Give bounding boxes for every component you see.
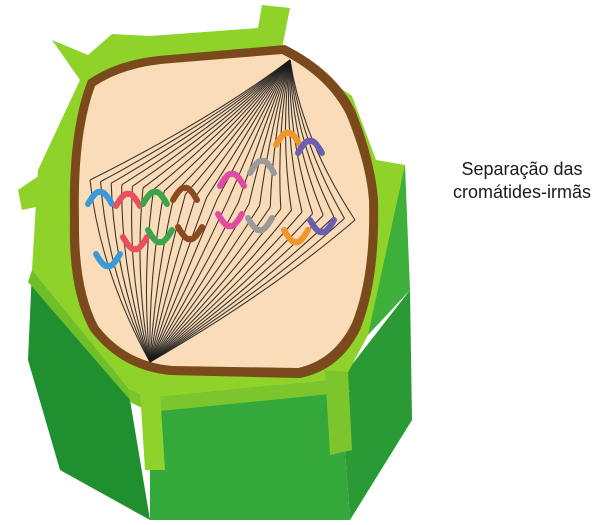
spindle-fiber [132, 59, 291, 187]
spindle-fiber [149, 195, 197, 363]
caption-line-2: cromátides-irmãs [452, 182, 592, 202]
spindle-fiber [289, 59, 324, 216]
spindle-fiber [89, 59, 291, 181]
spindle-fiber [248, 59, 291, 205]
caption-line-1: Separação das [461, 159, 583, 179]
spindle-fiber [149, 192, 176, 363]
spindle-fiber [153, 59, 291, 191]
spindle-fiber [149, 197, 208, 363]
spindle-fiber [149, 202, 239, 363]
spindle-fibers [89, 59, 356, 363]
spindle-fiber [121, 59, 291, 186]
chromatid [307, 217, 337, 236]
spindle-fiber [149, 216, 335, 363]
chromatid [295, 137, 325, 156]
spindle-fiber [206, 59, 291, 198]
chromatid [145, 227, 175, 246]
spindle-fiber [100, 181, 151, 363]
spindle-fiber [110, 59, 291, 184]
wall-spike-left [18, 175, 45, 210]
wall-bottom-face [150, 380, 350, 520]
chromatid [113, 190, 143, 209]
spindle-fiber [195, 59, 291, 197]
spindle-fiber [121, 184, 151, 363]
spindle-fiber [89, 179, 151, 363]
spindle-fiber [149, 210, 292, 363]
chromatid [170, 184, 200, 203]
wall-edge-bottom [128, 378, 350, 412]
spindle-fiber [174, 59, 291, 194]
chromosomes [85, 129, 337, 270]
spindle-fiber [149, 205, 261, 363]
chromatid [247, 157, 277, 176]
wall-front-face [28, 270, 150, 520]
spindle-fiber [145, 189, 155, 363]
spindle-fiber [216, 59, 291, 200]
spindle-fiber [100, 59, 291, 183]
spindle-fiber [142, 59, 291, 189]
wall-right-face [340, 290, 412, 520]
spindle-fiber [149, 194, 186, 363]
spindle-fiber [149, 213, 314, 363]
wall-edge-left [28, 270, 130, 400]
chromatid [140, 188, 170, 207]
chromatid [175, 224, 205, 243]
diagram-caption: Separação das cromátides-irmãs [430, 158, 614, 204]
spindle-fiber [184, 59, 291, 195]
wall-spike-bottom [140, 390, 165, 470]
chromatid [273, 129, 303, 148]
chromatid [215, 211, 245, 230]
spindle-fiber [269, 59, 291, 208]
spindle-fiber [259, 59, 291, 206]
spindle-fiber [289, 59, 335, 218]
spindle-fiber [149, 191, 165, 363]
spindle-fiber [149, 219, 356, 363]
spindle-fiber [149, 198, 218, 363]
chromatid [217, 170, 247, 189]
chromatid [85, 188, 115, 207]
spindle-fiber [131, 186, 151, 363]
spindle-fiber [227, 59, 291, 202]
chromatid [120, 234, 150, 253]
spindle-fiber [149, 217, 345, 363]
spindle-fiber [163, 59, 291, 192]
wall-spike-right [325, 370, 352, 455]
chromatid [281, 227, 311, 246]
chromatid [93, 251, 123, 270]
cell-interior [69, 45, 379, 378]
spindle-fiber [139, 187, 151, 363]
chromatid [245, 215, 275, 234]
